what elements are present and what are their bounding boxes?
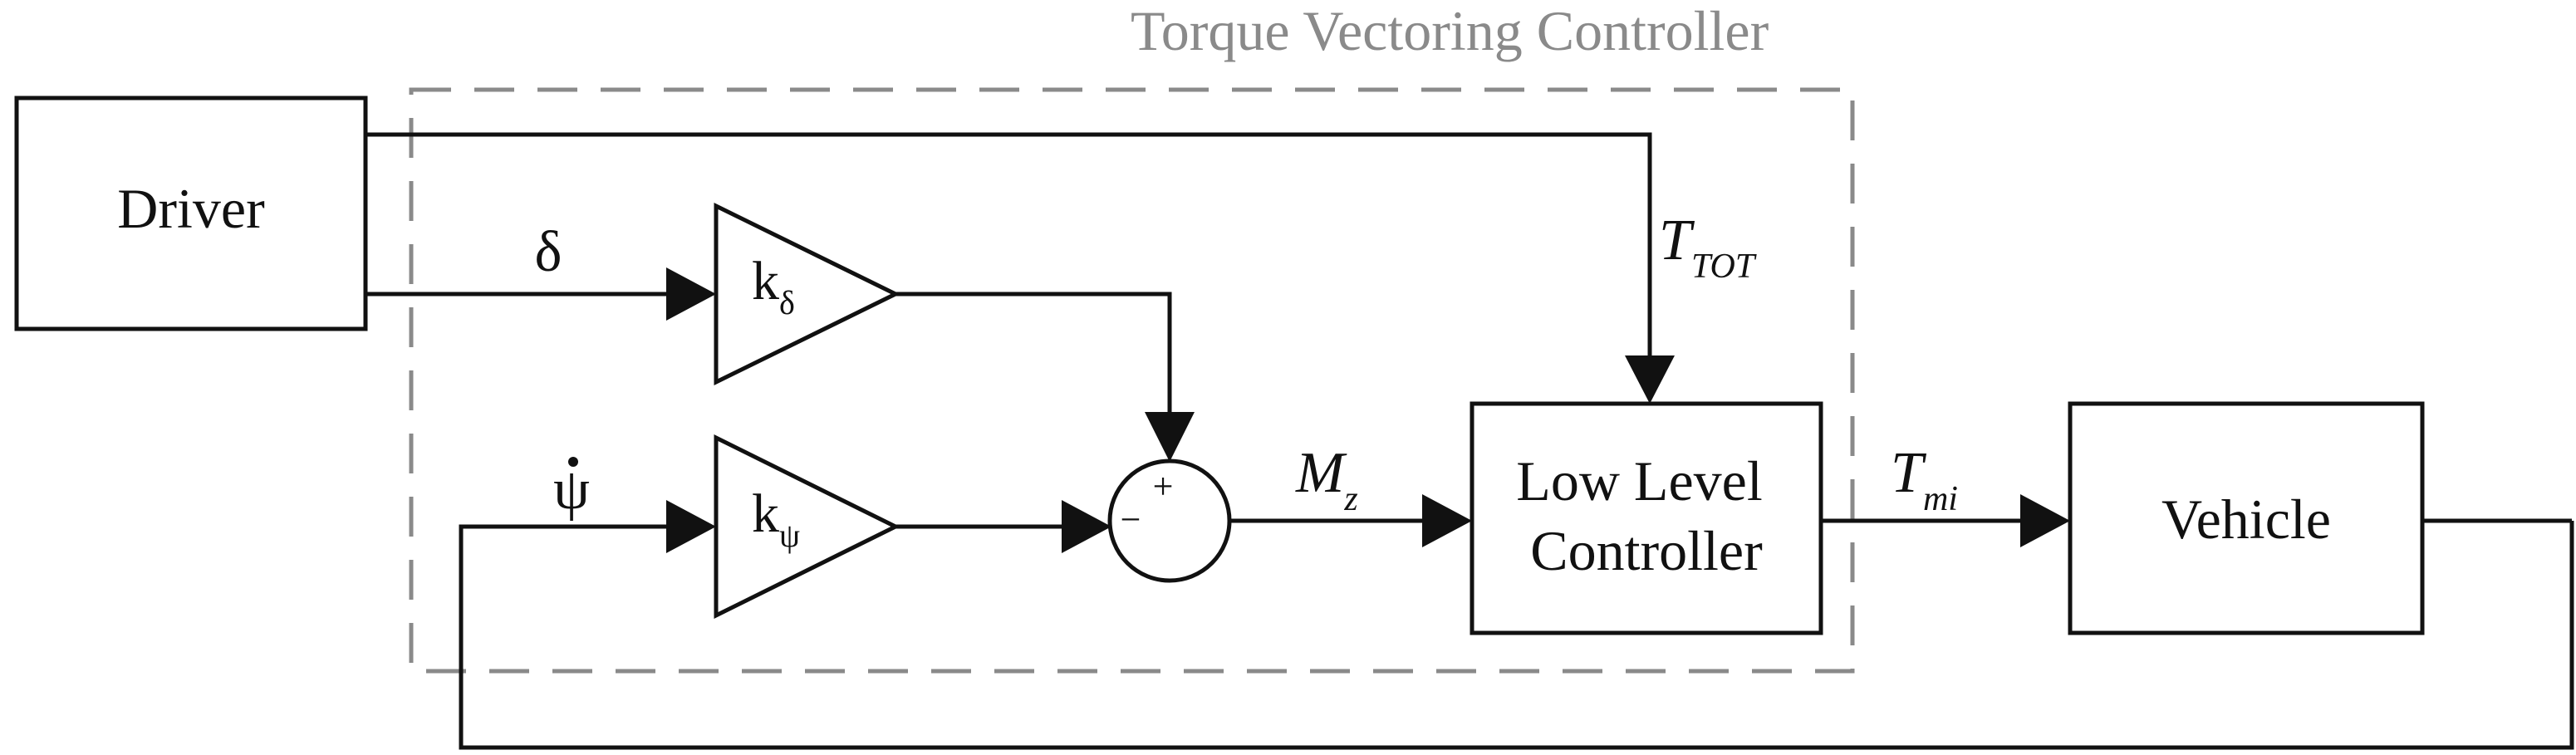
gain-k-psi-base: k — [752, 483, 779, 544]
low-level-controller-block — [1470, 401, 1823, 635]
signal-label-ttot: TTOT — [1659, 208, 1757, 286]
psi-arrowhead — [666, 500, 716, 553]
gain-k-delta — [714, 202, 900, 386]
signal-label-delta: δ — [535, 220, 562, 284]
gain-k-psi-sub: ψ — [779, 517, 800, 554]
gain-k-delta-sub: δ — [779, 284, 795, 321]
ttot-sub: TOT — [1691, 248, 1757, 286]
mz-sub: z — [1343, 480, 1357, 518]
tmi-sub: mi — [1923, 480, 1958, 518]
signal-label-psi-dot: ψ — [553, 458, 590, 522]
sum-minus-sign: − — [1121, 499, 1141, 540]
signal-label-mz: Mz — [1295, 441, 1358, 518]
frame-title: Torque Vectoring Controller — [1131, 0, 1769, 62]
mz-arrowhead — [1422, 494, 1472, 547]
k-delta-output-wire — [895, 292, 1172, 422]
sum-top-arrowhead — [1145, 412, 1195, 462]
sum-plus-sign: + — [1153, 466, 1174, 507]
yaw-rate-feedback-wire — [459, 521, 2574, 750]
tmi-base: T — [1891, 441, 1927, 505]
llc-line-1: Low Level — [1516, 449, 1762, 512]
ttot-arrowhead — [1625, 355, 1675, 404]
vehicle-block — [2068, 401, 2425, 635]
sum-left-arrowhead — [1062, 500, 1111, 553]
ttot-base: T — [1659, 208, 1695, 272]
gain-k-delta-base: k — [752, 251, 779, 311]
mz-base: M — [1295, 441, 1347, 505]
low-level-controller-label: Low Level Controller — [1516, 449, 1776, 582]
psi-dot-overdot — [568, 457, 578, 467]
delta-arrowhead — [666, 267, 716, 321]
driver-label: Driver — [117, 177, 265, 240]
driver-torque-wire — [366, 132, 1652, 365]
signal-label-tmi: Tmi — [1891, 441, 1958, 518]
llc-line-2: Controller — [1530, 519, 1763, 582]
vehicle-label: Vehicle — [2161, 488, 2331, 551]
gain-k-delta-label: kδ — [752, 251, 795, 321]
driver-block — [14, 96, 368, 331]
gain-k-psi — [714, 434, 900, 620]
tmi-arrowhead — [2020, 494, 2070, 547]
torque-vectoring-controller-boundary — [409, 87, 1855, 674]
gain-k-psi-label: kψ — [752, 483, 800, 554]
